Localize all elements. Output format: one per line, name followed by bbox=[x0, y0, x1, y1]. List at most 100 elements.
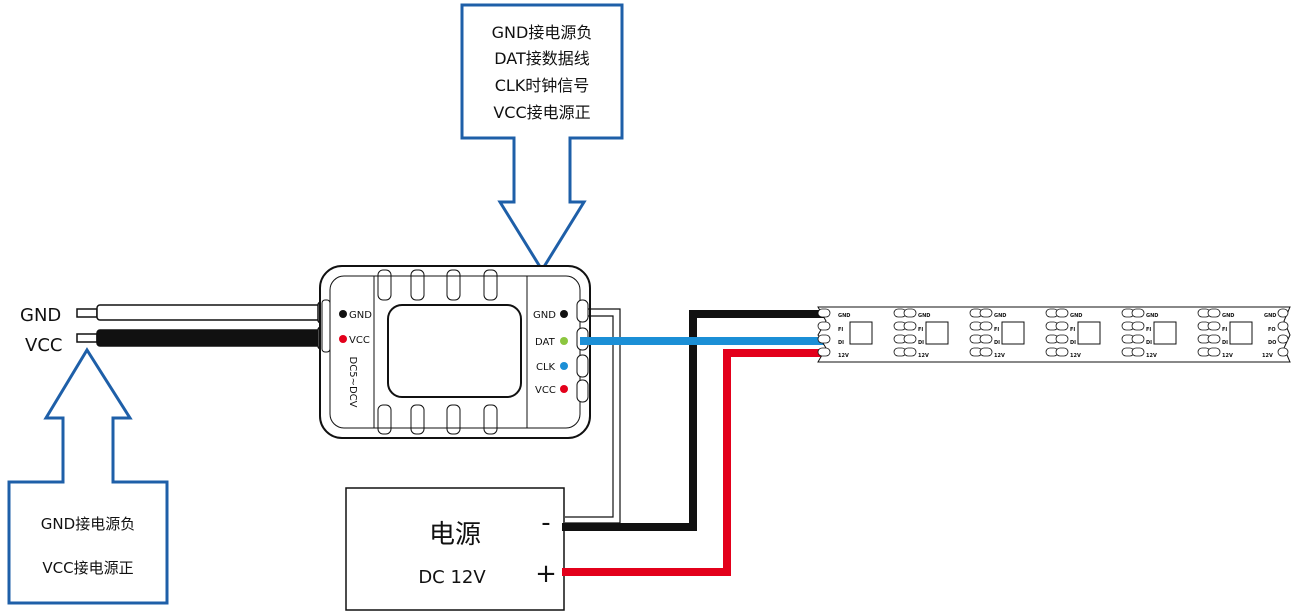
power-supply-plus: + bbox=[535, 559, 557, 589]
strip-pin-label: 12V bbox=[838, 353, 849, 359]
controller-rib bbox=[446, 269, 461, 301]
left-callout-line-2: VCC接电源正 bbox=[42, 559, 133, 577]
top-callout-line-4: VCC接电源正 bbox=[493, 103, 590, 122]
strip-pin-label: GND bbox=[1222, 313, 1234, 319]
vcc-wire-tip bbox=[76, 333, 98, 343]
power-supply-title: 电源 bbox=[429, 520, 481, 550]
strip-pin-label: GND bbox=[838, 313, 850, 319]
power-supply-minus: - bbox=[541, 508, 550, 538]
strip-pad bbox=[1131, 334, 1145, 344]
strip-pad bbox=[979, 308, 993, 318]
strip-pin-label: FI bbox=[838, 327, 843, 333]
led-strip-segments: GND FI DI 12V GND FI DI 12V GND FI DI 12V GND FI DI 12V… bbox=[817, 308, 1289, 359]
ground-wire bbox=[562, 310, 828, 531]
strip-pad bbox=[903, 321, 917, 331]
strip-pad bbox=[979, 347, 993, 357]
controller-rib bbox=[446, 404, 461, 435]
strip-pad bbox=[1207, 308, 1221, 318]
strip-end-pin-label: DO bbox=[1268, 340, 1276, 346]
controller-window bbox=[387, 304, 522, 398]
strip-pin-label: DI bbox=[994, 340, 1000, 346]
controller: GND VCC DC5~DCV GND DAT CLK VCC bbox=[319, 265, 591, 439]
strip-pad bbox=[1055, 334, 1069, 344]
controller-rib bbox=[410, 404, 425, 435]
strip-pad bbox=[1207, 347, 1221, 357]
strip-pin-label: GND bbox=[1146, 313, 1158, 319]
top-callout-arrow-outline bbox=[460, 3, 624, 273]
strip-pin-label: 12V bbox=[1222, 353, 1233, 359]
controller-dat-dot bbox=[560, 337, 568, 345]
vcc-input-wire bbox=[96, 329, 321, 347]
strip-pad bbox=[1131, 308, 1145, 318]
controller-vcc-dot-right bbox=[560, 385, 568, 393]
strip-pad bbox=[1055, 321, 1069, 331]
strip-pad bbox=[979, 334, 993, 344]
left-callout: GND接电源负 VCC接电源正 bbox=[7, 347, 169, 605]
led-chip bbox=[1077, 321, 1101, 345]
strip-pin-label: DI bbox=[918, 340, 924, 346]
led-chip bbox=[1001, 321, 1025, 345]
strip-pin-label: 12V bbox=[1146, 353, 1157, 359]
strip-pin-label: DI bbox=[1070, 340, 1076, 346]
strip-pad bbox=[817, 308, 831, 318]
top-callout-line-1: GND接电源负 bbox=[492, 23, 593, 42]
led-chip bbox=[925, 321, 949, 345]
controller-rib bbox=[483, 269, 498, 301]
controller-vcc-dot-left bbox=[339, 335, 347, 343]
strip-pad bbox=[1055, 308, 1069, 318]
led-chip bbox=[1153, 321, 1177, 345]
strip-end-pad bbox=[1277, 334, 1289, 344]
power-supply-voltage: DC 12V bbox=[418, 567, 486, 588]
input-vcc-label: VCC bbox=[25, 335, 62, 356]
power-supply: 电源 DC 12V - + bbox=[345, 487, 565, 611]
led-chip bbox=[849, 321, 873, 345]
strip-pad bbox=[903, 308, 917, 318]
strip-pin-label: FI bbox=[994, 327, 999, 333]
strip-end-pin-label: GND bbox=[1264, 313, 1276, 319]
strip-pad bbox=[1055, 347, 1069, 357]
controller-connector-right bbox=[576, 379, 589, 403]
strip-end-pin-label: 12V bbox=[1262, 353, 1273, 359]
controller-connector-left bbox=[321, 299, 331, 353]
top-callout: GND接电源负 DAT接数据线 CLK时钟信号 VCC接电源正 bbox=[460, 3, 624, 273]
gnd-input-wire bbox=[96, 304, 321, 321]
controller-rib bbox=[377, 269, 392, 301]
strip-pin-label: FI bbox=[1146, 327, 1151, 333]
controller-body bbox=[319, 265, 591, 439]
strip-pad bbox=[1131, 347, 1145, 357]
strip-pin-label: FI bbox=[918, 327, 923, 333]
strip-pin-label: DI bbox=[1222, 340, 1228, 346]
controller-connector-right bbox=[576, 354, 589, 378]
controller-left-pin-vcc: VCC bbox=[349, 335, 370, 346]
controller-gnd-dot-left bbox=[339, 310, 347, 318]
controller-right-pin-clk: CLK bbox=[536, 362, 556, 373]
strip-pin-label: GND bbox=[1070, 313, 1082, 319]
controller-gnd-return-wire bbox=[565, 315, 614, 518]
left-callout-arrow-outline bbox=[7, 347, 169, 605]
strip-pad bbox=[817, 334, 831, 344]
controller-left-pin-gnd: GND bbox=[349, 310, 372, 321]
controller-right-pin-gnd: GND bbox=[533, 310, 556, 321]
strip-pad bbox=[817, 321, 831, 331]
input-gnd-label: GND bbox=[20, 305, 61, 326]
controller-rib bbox=[410, 269, 425, 301]
strip-pin-label: FI bbox=[1222, 327, 1227, 333]
controller-inner bbox=[329, 275, 581, 429]
led-chip bbox=[1229, 321, 1253, 345]
top-callout-line-2: DAT接数据线 bbox=[494, 49, 590, 68]
strip-pin-label: DI bbox=[838, 340, 844, 346]
controller-connector-right bbox=[576, 299, 589, 323]
strip-end-pad bbox=[1277, 321, 1289, 331]
strip-pin-label: GND bbox=[918, 313, 930, 319]
controller-clk-dot bbox=[560, 362, 568, 370]
top-callout-line-3: CLK时钟信号 bbox=[495, 76, 590, 95]
strip-pin-label: 12V bbox=[918, 353, 929, 359]
controller-rib bbox=[483, 404, 498, 435]
controller-voltage-label: DC5~DCV bbox=[347, 357, 358, 408]
controller-rib bbox=[377, 404, 392, 435]
strip-pin-label: DI bbox=[1146, 340, 1152, 346]
strip-end-pin-label: FO bbox=[1268, 327, 1276, 333]
strip-end-pad bbox=[1277, 308, 1289, 318]
strip-pad bbox=[1131, 321, 1145, 331]
